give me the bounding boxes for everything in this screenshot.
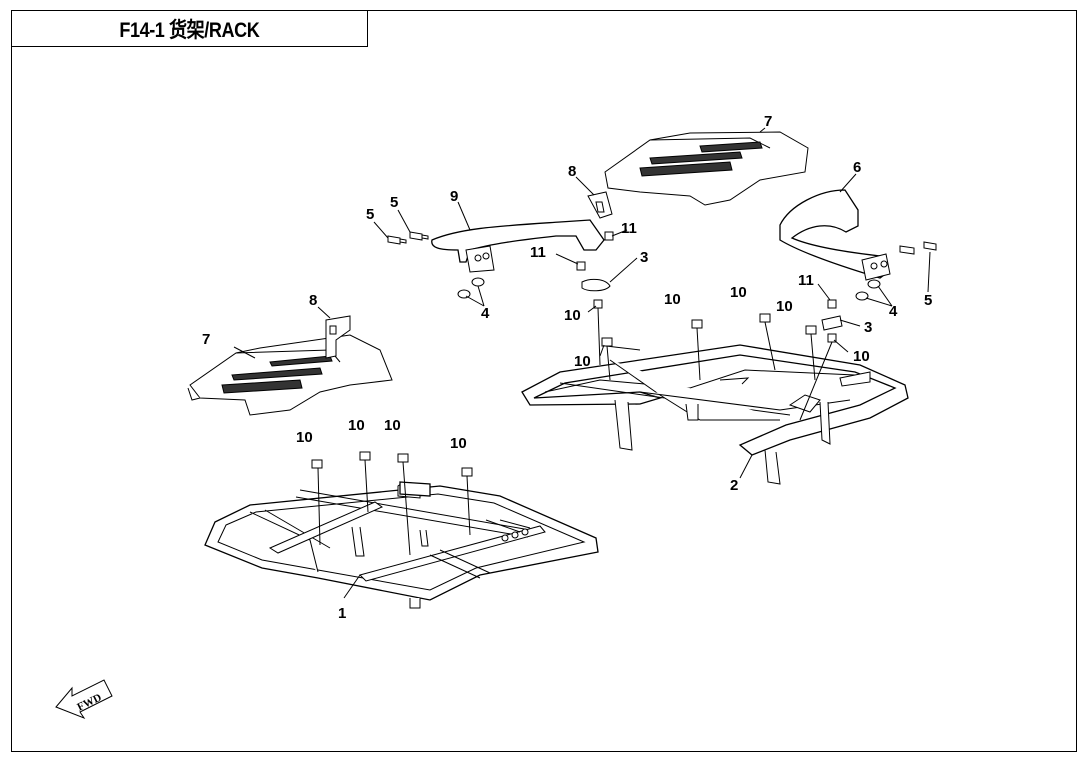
callout-8b: 8 bbox=[568, 163, 576, 180]
callout-11b: 11 bbox=[621, 220, 637, 237]
callout-5c: 5 bbox=[924, 292, 932, 309]
rack-mat-left bbox=[187, 334, 393, 416]
callout-10b: 10 bbox=[348, 417, 365, 434]
title-block: F14-1 货架/RACK bbox=[11, 10, 368, 47]
callout-1: 1 bbox=[338, 605, 346, 622]
callout-10f: 10 bbox=[730, 284, 747, 301]
callout-9: 9 bbox=[450, 188, 458, 205]
page-title: F14-1 货架/RACK bbox=[119, 18, 260, 42]
callout-10e: 10 bbox=[664, 291, 681, 308]
callout-7b: 7 bbox=[202, 331, 210, 348]
bracket-right bbox=[587, 191, 613, 219]
callout-5b: 5 bbox=[390, 194, 398, 211]
front-rack bbox=[204, 481, 599, 609]
callout-10d: 10 bbox=[450, 435, 467, 452]
callout-7a: 7 bbox=[764, 113, 772, 130]
callout-10h: 10 bbox=[564, 307, 581, 324]
fwd-arrow: FWD bbox=[55, 679, 113, 720]
callout-8a: 8 bbox=[309, 292, 317, 309]
callout-11c: 11 bbox=[798, 272, 814, 289]
callout-3b: 3 bbox=[864, 319, 872, 336]
callout-4a: 4 bbox=[481, 305, 490, 322]
callout-4b: 4 bbox=[889, 303, 898, 320]
bracket-left bbox=[325, 315, 351, 359]
callout-11a: 11 bbox=[530, 244, 546, 261]
callout-10a: 10 bbox=[296, 429, 313, 446]
grab-handle-right bbox=[779, 189, 891, 281]
callout-10j: 10 bbox=[853, 348, 870, 365]
leader-lines bbox=[233, 127, 931, 599]
callout-6: 6 bbox=[853, 159, 861, 176]
callout-10g: 10 bbox=[776, 298, 793, 315]
grab-handle-left bbox=[431, 219, 605, 273]
callout-2: 2 bbox=[730, 477, 738, 494]
rear-rack bbox=[521, 344, 909, 485]
drawing-frame bbox=[11, 10, 1077, 752]
callout-10c: 10 bbox=[384, 417, 401, 434]
callout-labels: 1 2 3 3 4 4 5 5 5 6 7 7 8 8 9 10 10 10 1… bbox=[202, 113, 932, 622]
callout-10i: 10 bbox=[574, 353, 591, 370]
callout-5a: 5 bbox=[366, 206, 374, 223]
callout-3a: 3 bbox=[640, 249, 648, 266]
rack-mat-right bbox=[604, 131, 809, 206]
